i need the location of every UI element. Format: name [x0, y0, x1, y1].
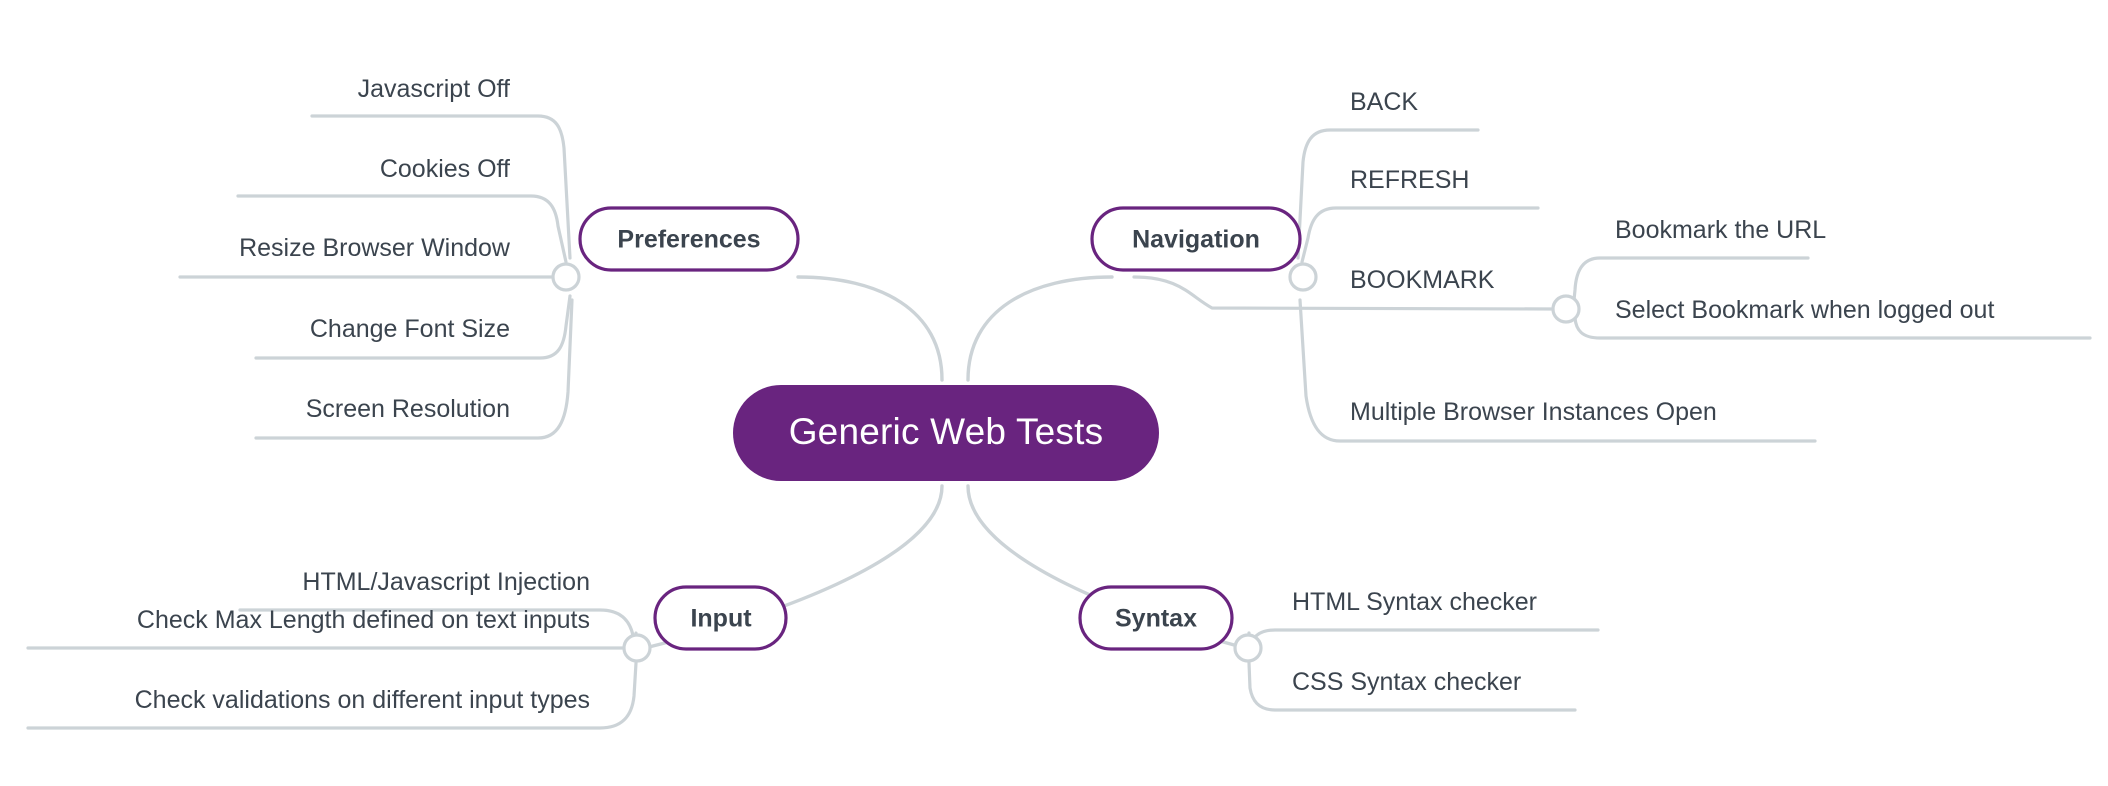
line-syntax-child-0: [1247, 628, 1600, 650]
branch-node-input[interactable]: Input: [653, 585, 788, 651]
line-preferences-child-3: [254, 294, 572, 360]
line-input-child-2: [26, 661, 638, 730]
trunk-to-preferences: [796, 275, 944, 382]
branch-node-preferences[interactable]: Preferences: [578, 206, 800, 272]
branch-label-preferences: Preferences: [617, 226, 760, 254]
line-navigation-child-3: [1298, 298, 1817, 443]
line-navigation-child-1: [1300, 206, 1540, 264]
branch-node-syntax[interactable]: Syntax: [1078, 585, 1234, 651]
branch-label-syntax: Syntax: [1115, 605, 1197, 633]
connector-dot-input[interactable]: [622, 633, 652, 663]
leaf-label-preferences-3: Change Font Size: [310, 315, 510, 343]
leaf-label-syntax-1: CSS Syntax checker: [1292, 668, 1521, 696]
root-pill[interactable]: [733, 385, 1159, 481]
leaf-label-navigation-3: Multiple Browser Instances Open: [1350, 398, 1717, 426]
leaf-label-navigation-1: REFRESH: [1350, 166, 1469, 194]
line-syntax-child-1: [1247, 661, 1577, 712]
leaf-label-syntax-0: HTML Syntax checker: [1292, 588, 1537, 616]
syntax-leaf-labels: HTML Syntax checker CSS Syntax checker: [1292, 588, 1537, 696]
leaf-label-navigation-0: BACK: [1350, 88, 1418, 116]
leaf-label-navigation-2: BOOKMARK: [1350, 266, 1495, 294]
branch-pill-navigation[interactable]: [1090, 206, 1302, 272]
connector-dot-navigation[interactable]: [1288, 262, 1318, 292]
leaf-label-bookmark-1: Select Bookmark when logged out: [1615, 296, 1994, 324]
leaf-label-preferences-1: Cookies Off: [380, 155, 510, 183]
branch-pill-input[interactable]: [653, 585, 788, 651]
input-leaf-labels: HTML/Javascript Injection Check Max Leng…: [135, 568, 590, 714]
leaf-label-bookmark-0: Bookmark the URL: [1615, 216, 1826, 244]
line-preferences-child-0: [310, 114, 572, 260]
leaf-label-input-2: Check validations on different input typ…: [135, 686, 590, 714]
connector-dot-preferences[interactable]: [551, 262, 581, 292]
leaf-label-preferences-4: Screen Resolution: [306, 395, 510, 423]
line-navigation-child-2: [1132, 275, 1556, 311]
branch-pill-syntax[interactable]: [1078, 585, 1234, 651]
connector-dot-syntax[interactable]: [1233, 633, 1263, 663]
leaf-label-input-0: HTML/Javascript Injection: [302, 568, 590, 596]
leaf-label-preferences-0: Javascript Off: [358, 75, 510, 103]
navigation-leaf-labels: BACK REFRESH BOOKMARK Multiple Browser I…: [1350, 88, 1717, 426]
line-preferences-child-4: [254, 298, 574, 440]
preferences-leaf-labels: Javascript Off Cookies Off Resize Browse…: [239, 75, 511, 423]
branch-preferences-lines: [178, 114, 574, 440]
root-label: Generic Web Tests: [789, 411, 1104, 452]
connector-dot-bookmark[interactable]: [1551, 294, 1581, 324]
trunk-to-navigation: [966, 275, 1114, 382]
leaf-label-input-1: Check Max Length defined on text inputs: [137, 606, 590, 634]
leaf-label-preferences-2: Resize Browser Window: [239, 234, 511, 262]
branch-navigation-lines: [1132, 128, 1817, 443]
line-navigation-child-0: [1296, 128, 1480, 260]
line-preferences-child-1: [236, 194, 568, 264]
branch-label-input: Input: [690, 605, 752, 633]
root-node[interactable]: Generic Web Tests: [733, 385, 1159, 481]
line-bookmark-child-0: [1572, 256, 1810, 302]
branch-label-navigation: Navigation: [1132, 226, 1260, 254]
bookmark-leaf-labels: Bookmark the URL Select Bookmark when lo…: [1615, 216, 1994, 324]
branch-pill-preferences[interactable]: [578, 206, 800, 272]
branch-node-navigation[interactable]: Navigation: [1090, 206, 1302, 272]
